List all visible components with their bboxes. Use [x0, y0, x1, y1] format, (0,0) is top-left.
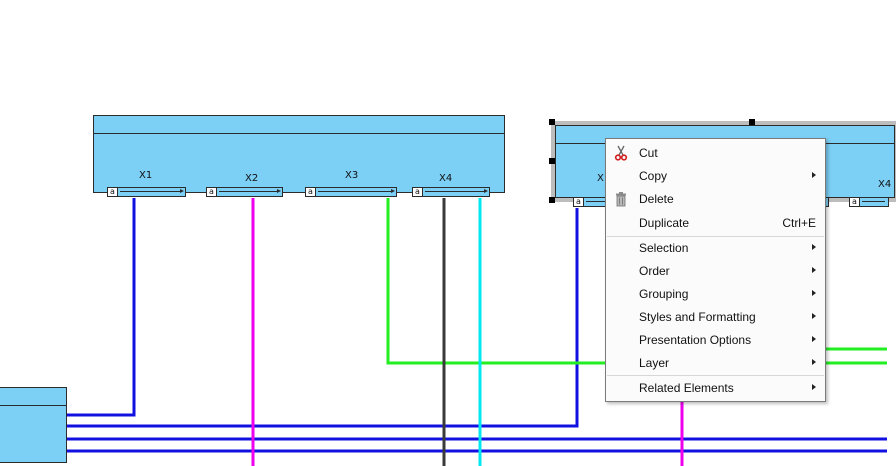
port-x3[interactable]: a: [305, 187, 397, 197]
scissors-icon: [613, 145, 629, 161]
port-x4[interactable]: a: [412, 187, 490, 197]
menu-label: Related Elements: [639, 381, 734, 395]
submenu-arrow-icon: [812, 172, 816, 178]
menu-separator: [607, 375, 824, 376]
submenu-arrow-icon: [812, 267, 816, 273]
port-type-glyph: a: [574, 198, 584, 206]
submenu-arrow-icon: [812, 384, 816, 390]
menu-item-grouping[interactable]: Grouping: [606, 283, 825, 305]
menu-item-styles-and-formatting[interactable]: Styles and Formatting: [606, 306, 825, 328]
menu-item-selection[interactable]: Selection: [606, 237, 825, 259]
port-right-x4[interactable]: a: [849, 197, 889, 207]
port-label-x3: X3: [345, 170, 359, 181]
port-arrow: [219, 191, 279, 192]
menu-item-related-elements[interactable]: Related Elements: [606, 377, 825, 399]
trash-icon: [613, 191, 629, 207]
menu-label: Cut: [639, 146, 658, 160]
block-bottom-left[interactable]: [0, 387, 67, 463]
menu-shortcut: Ctrl+E: [782, 216, 816, 230]
menu-item-layer[interactable]: Layer: [606, 352, 825, 374]
port-label-right-x1: X1: [597, 173, 611, 184]
block-divider: [94, 133, 504, 134]
block-divider: [0, 405, 66, 406]
port-type-glyph: a: [850, 198, 860, 206]
submenu-arrow-icon: [812, 313, 816, 319]
port-label-right-x4: X4: [878, 179, 892, 190]
port-arrow: [425, 191, 486, 192]
submenu-arrow-icon: [812, 359, 816, 365]
port-x2[interactable]: a: [206, 187, 283, 197]
menu-label: Styles and Formatting: [639, 310, 756, 324]
context-menu: Cut Copy Delete Duplicate Ctrl+E Selecti…: [605, 138, 826, 402]
port-type-glyph: a: [207, 188, 217, 196]
port-arrow: [318, 191, 393, 192]
wire-x3[interactable]: [386, 198, 606, 365]
port-arrow: [862, 201, 885, 202]
menu-item-duplicate[interactable]: Duplicate Ctrl+E: [606, 212, 825, 234]
block-left[interactable]: [93, 115, 505, 193]
port-arrow: [120, 191, 182, 192]
port-arrowhead: [484, 189, 488, 193]
port-label-x4: X4: [439, 173, 453, 184]
port-arrowhead: [180, 189, 184, 193]
menu-label: Copy: [639, 169, 668, 183]
port-type-glyph: a: [413, 188, 423, 196]
menu-label: Delete: [639, 192, 674, 206]
menu-item-presentation-options[interactable]: Presentation Options: [606, 329, 825, 351]
menu-item-delete[interactable]: Delete: [606, 188, 825, 210]
selection-handle[interactable]: [549, 158, 555, 164]
menu-label: Grouping: [639, 287, 689, 301]
port-type-glyph: a: [108, 188, 118, 196]
selection-handle[interactable]: [549, 119, 555, 125]
port-label-x2: X2: [245, 173, 259, 184]
menu-label: Duplicate: [639, 216, 690, 230]
selection-handle[interactable]: [749, 119, 755, 125]
submenu-arrow-icon: [812, 290, 816, 296]
menu-item-cut[interactable]: Cut: [606, 142, 825, 164]
selection-handle[interactable]: [549, 197, 555, 203]
menu-item-order[interactable]: Order: [606, 260, 825, 282]
menu-separator: [607, 236, 824, 237]
menu-label: Presentation Options: [639, 333, 752, 347]
port-arrowhead: [277, 189, 281, 193]
port-arrowhead: [391, 189, 395, 193]
menu-item-copy[interactable]: Copy: [606, 165, 825, 187]
port-arrow: [586, 201, 609, 202]
port-x1[interactable]: a: [107, 187, 186, 197]
submenu-arrow-icon: [812, 244, 816, 250]
wire-right-x1[interactable]: [66, 208, 579, 428]
port-label-x1: X1: [139, 170, 153, 181]
menu-label: Layer: [639, 356, 670, 370]
port-type-glyph: a: [306, 188, 316, 196]
submenu-arrow-icon: [812, 336, 816, 342]
wire-x1[interactable]: [66, 198, 136, 417]
menu-label: Selection: [639, 241, 689, 255]
menu-label: Order: [639, 264, 670, 278]
